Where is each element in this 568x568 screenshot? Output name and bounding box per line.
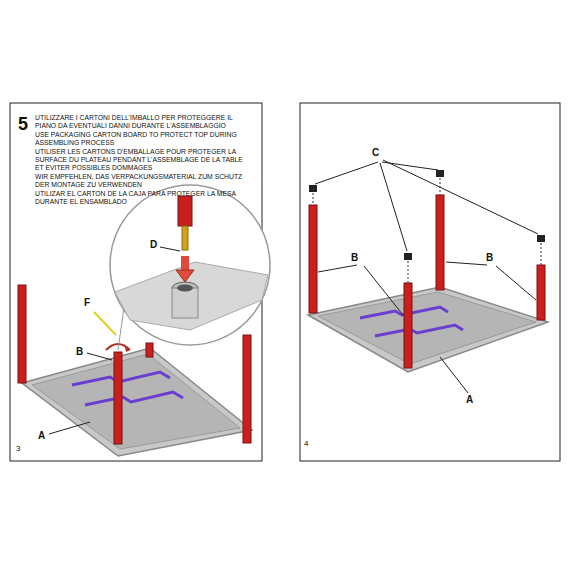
panel-number: 4 — [304, 440, 308, 448]
panel-frame — [300, 103, 560, 461]
leader-line — [94, 312, 116, 335]
leader-line — [87, 353, 112, 360]
instruction-text: UTILISER LES CARTONS D'EMBALLAGE POUR PR… — [35, 148, 247, 173]
leader-line — [49, 422, 90, 434]
part-letter: B — [351, 253, 358, 263]
part-letter: C — [372, 148, 379, 158]
part-letter: D — [150, 240, 157, 250]
leader-line — [315, 160, 538, 393]
step-number: 5 — [18, 115, 28, 133]
part-letter: A — [38, 431, 45, 441]
part-letter: B — [76, 347, 83, 357]
instruction-text: UTILIZAR EL CARTON DE LA CAJA PARA PROTE… — [35, 190, 247, 207]
magnified-detail — [110, 185, 270, 350]
part-letter: B — [486, 253, 493, 263]
instruction-text: UTILIZZARE I CARTONI DELL'IMBALLO PER PR… — [35, 114, 247, 131]
part-letter: F — [84, 298, 90, 308]
leader-line — [160, 247, 180, 251]
part-letter: A — [466, 395, 473, 405]
instruction-text: USE PACKAGING CARTON BOARD TO PROTECT TO… — [35, 131, 247, 148]
panel-number: 3 — [16, 445, 20, 453]
instruction-text: WIR EMPFEHLEN, DAS VERPACKUNGSMATERIAL Z… — [35, 173, 247, 190]
table-right — [308, 170, 548, 372]
